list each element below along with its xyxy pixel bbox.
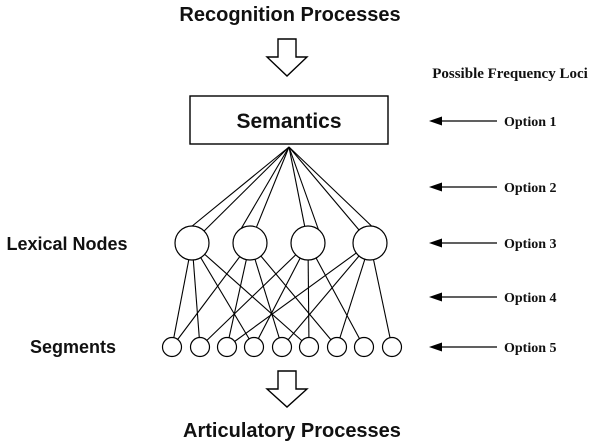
segments-label: Segments — [30, 337, 116, 357]
lexical-node-circle — [352, 225, 388, 261]
option-label: Option 3 — [504, 237, 557, 252]
lexical-segment-link — [249, 242, 283, 348]
option-row-3: Option 3 — [429, 237, 557, 252]
segment-circle — [326, 336, 348, 358]
segment-circle — [271, 336, 293, 358]
segment-circle — [243, 336, 265, 358]
left-arrowhead-icon — [429, 116, 442, 126]
lexical-segment-link — [199, 242, 309, 348]
lexical-segment-link — [226, 242, 371, 348]
down-arrow-bottom-icon — [265, 370, 309, 408]
lexical-node-circle — [232, 225, 268, 261]
lexical-node-circle — [174, 225, 210, 261]
option-row-2: Option 2 — [429, 181, 557, 196]
lexical-segment-link — [191, 242, 310, 348]
lexical-segment-link — [369, 242, 393, 348]
option-label: Option 1 — [504, 115, 557, 130]
semantics-box — [189, 95, 389, 145]
lexical-segment-link — [253, 242, 309, 348]
semantics-lexical-link — [288, 146, 321, 235]
semantics-lexical-link — [288, 146, 371, 244]
semantics-lexical-link — [288, 146, 383, 237]
lexical-segment-link — [171, 242, 193, 348]
down-arrow-top-icon — [265, 38, 309, 77]
lexical-node-circle — [290, 225, 326, 261]
left-arrowhead-icon — [429, 292, 442, 302]
segment-circle — [298, 336, 320, 358]
semantics-lexical-link — [191, 146, 290, 244]
option-label: Option 4 — [504, 291, 557, 306]
lexical-node-layer — [174, 225, 388, 261]
left-arrowhead-icon — [429, 238, 442, 248]
lexical-segment-link — [171, 242, 251, 348]
segment-circle — [189, 336, 211, 358]
lexical-segment-links — [171, 242, 393, 348]
lexical-segment-link — [249, 242, 338, 348]
top-title: Recognition Processes — [179, 4, 400, 26]
option-label: Option 5 — [504, 341, 557, 356]
left-arrowhead-icon — [429, 182, 442, 192]
semantics-lexical-link — [237, 146, 290, 235]
segment-circle — [161, 336, 183, 358]
segment-circle — [381, 336, 403, 358]
option-label: Option 2 — [504, 181, 557, 196]
semantics-lexical-links — [179, 146, 383, 244]
segment-circle — [353, 336, 375, 358]
lexical-segment-link — [336, 242, 371, 348]
lexical-segment-link — [281, 242, 371, 348]
segment-layer — [161, 336, 403, 358]
bottom-title: Articulatory Processes — [183, 420, 401, 442]
option-row-4: Option 4 — [429, 291, 557, 306]
lexical-segment-link — [191, 242, 255, 348]
lexical-segment-link — [226, 242, 251, 348]
lexical-nodes-label: Lexical Nodes — [6, 234, 127, 254]
segment-circle — [216, 336, 238, 358]
semantics-label: Semantics — [236, 110, 341, 133]
option-row-1: Option 1 — [429, 115, 557, 130]
lexical-segment-link — [307, 242, 365, 348]
option-row-5: Option 5 — [429, 341, 557, 356]
left-arrowhead-icon — [429, 342, 442, 352]
semantics-lexical-link — [179, 146, 290, 237]
frequency-loci-heading: Possible Frequency Loci — [432, 66, 588, 82]
